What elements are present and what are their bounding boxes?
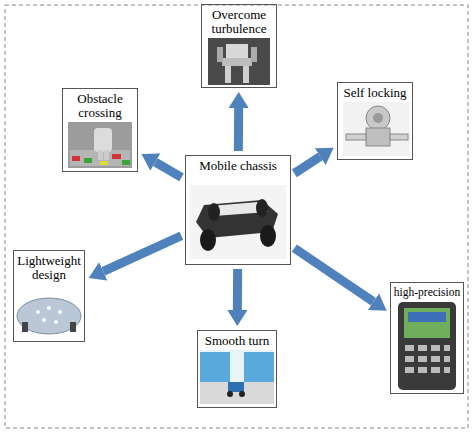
block-arrow [103,236,181,272]
node-label: Overcome turbulence [202,5,276,37]
node-label: Self locking [338,83,412,100]
feature-box: Overcome turbulence [201,4,277,88]
node-label: Smooth turn [198,331,276,348]
center-box: Mobile chassis [185,155,291,265]
feature-box: high-precision [390,282,464,394]
feature-box: Lightweight design [13,250,85,342]
block-arrow [155,162,181,177]
plate-photo [17,298,81,334]
node-label: Lightweight design [14,251,84,283]
dashed-frame [5,5,468,428]
block-arrow [233,269,242,310]
feature-box: Obstacle crossing [62,88,138,172]
gearbox-drawing [343,102,410,156]
turn-photo [200,350,274,404]
block-arrow [294,157,320,174]
block-arrow [234,108,243,151]
obstacle-photo [68,122,132,168]
robot-photo [208,38,270,85]
node-label: Obstacle crossing [63,89,137,121]
instrument-photo [398,302,456,390]
vehicle-photo [190,185,286,259]
block-arrow [294,248,373,302]
node-label: Mobile chassis [186,156,290,173]
feature-box: Smooth turn [197,330,277,408]
feature-box: Self locking [337,82,413,160]
node-label: high-precision [391,283,463,299]
